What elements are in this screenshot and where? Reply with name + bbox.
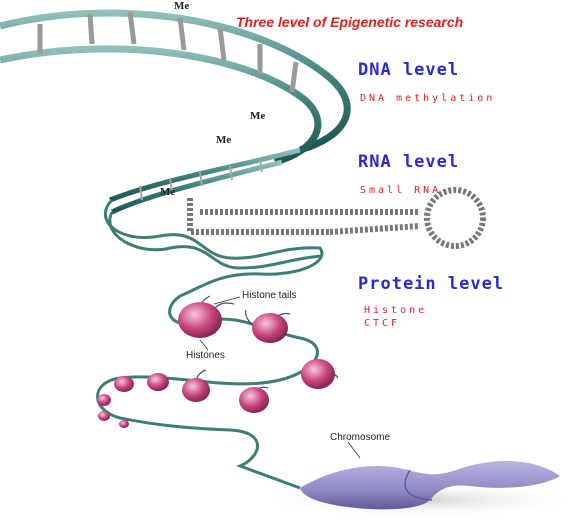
chromosome-label: Chromosome bbox=[330, 432, 391, 443]
diagram-title: Three level of Epigenetic research bbox=[236, 14, 464, 30]
methyl-mark-top: Me bbox=[174, 0, 190, 12]
histone-tails-label: Histone tails bbox=[242, 290, 297, 301]
methyl-mark-ladder: Me bbox=[250, 110, 266, 122]
annotation-lines bbox=[199, 296, 361, 459]
rna-ladder bbox=[109, 147, 486, 249]
dna-ladder bbox=[0, 9, 351, 166]
chromosome bbox=[260, 461, 576, 518]
histones-label: Histones bbox=[186, 350, 225, 361]
dna-level-heading: DNA level bbox=[358, 60, 460, 80]
methyl-mark-helix: Me bbox=[160, 186, 176, 198]
protein-level-item-2: CTCF bbox=[364, 318, 401, 329]
protein-level-heading: Protein level bbox=[358, 274, 505, 294]
double-helix bbox=[104, 198, 324, 298]
rna-level-item-1: Small RNA bbox=[360, 185, 442, 196]
dna-level-item-1: DNA methylation bbox=[360, 93, 496, 104]
methyl-mark-rna: Me bbox=[216, 134, 232, 146]
nucleosome-fiber bbox=[96, 294, 339, 490]
protein-level-item-1: Histone bbox=[364, 305, 428, 316]
rna-level-heading: RNA level bbox=[358, 152, 460, 172]
